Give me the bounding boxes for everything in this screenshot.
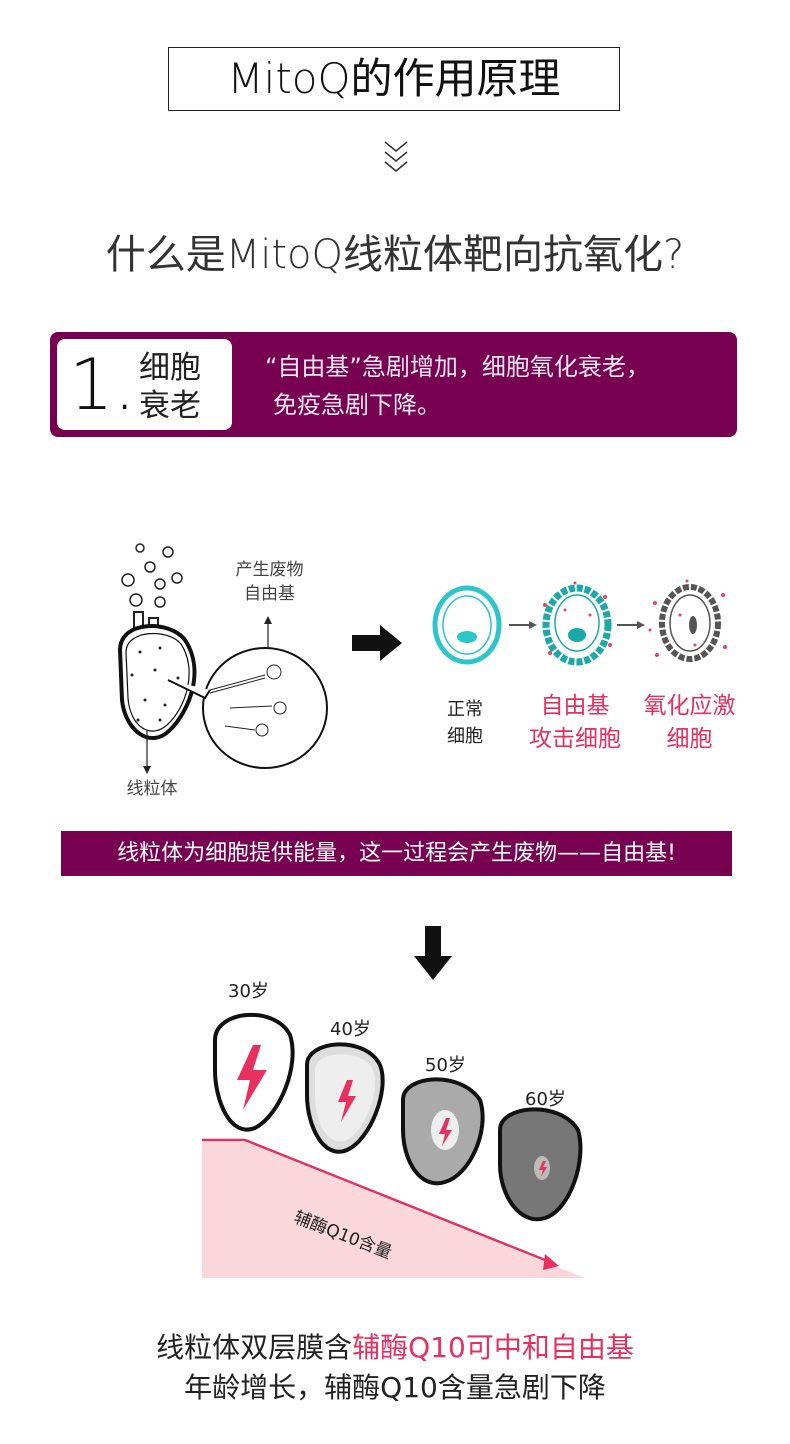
mitochondria-60-icon	[498, 1107, 583, 1222]
mitochondria-40-icon	[305, 1042, 385, 1154]
section-text-line2: 免疫急剧下降。	[273, 391, 441, 419]
age-label-60: 60岁	[525, 1089, 566, 1110]
section-label-line2: 衰老	[139, 388, 201, 424]
section-description: “自由基”急剧增加，细胞氧化衰老， 免疫急剧下降。	[265, 348, 650, 424]
section-label: 细胞 衰老	[139, 349, 201, 425]
arrow-icon	[617, 621, 645, 629]
waste-label-line1: 产生废物	[235, 560, 304, 580]
age-label-50: 50岁	[425, 1055, 466, 1076]
mitochondria-50-icon	[401, 1077, 485, 1186]
page-title: MitoQ的作用原理	[168, 47, 620, 111]
cell-label-line2: 细胞	[666, 726, 713, 752]
age-label-40: 40岁	[330, 1019, 371, 1040]
coq10-decline-illustration	[202, 1013, 585, 1278]
section-text-line1: “自由基”急剧增加，细胞氧化衰老，	[265, 353, 650, 381]
cell-label-line2: 攻击细胞	[529, 726, 621, 752]
section-number: 1.	[69, 344, 136, 426]
cell-label-normal: 正常 细胞	[430, 696, 500, 750]
cell-label-line1: 正常	[447, 699, 483, 720]
mitochondria-label: 线粒体	[126, 779, 178, 799]
waste-label: 产生废物 自由基	[222, 558, 317, 606]
cell-label-line1: 氧化应激	[643, 693, 736, 719]
free-radical-bubbles-icon	[121, 543, 183, 608]
chevron-down-icon	[384, 141, 408, 172]
conclusion-line1: 线粒体双层膜含辅酶Q10可中和自由基	[0, 1326, 790, 1366]
conclusion-prefix: 线粒体双层膜含	[156, 1331, 353, 1364]
conclusion-highlight: 辅酶Q10可中和自由基	[352, 1331, 634, 1364]
down-arrow-icon	[414, 926, 452, 980]
waste-label-line2: 自由基	[244, 584, 295, 604]
cell-label-line1: 自由基	[540, 693, 610, 719]
normal-cell-icon	[432, 585, 502, 665]
mitochondria-illustration	[117, 543, 328, 774]
question-heading: 什么是MitoQ线粒体靶向抗氧化?	[105, 232, 685, 278]
right-arrow-icon	[352, 625, 402, 661]
mitochondria-30-icon	[213, 1013, 295, 1132]
cell-progression-illustration	[432, 579, 727, 666]
arrow-icon	[509, 621, 537, 629]
section-label-line1: 细胞	[139, 350, 201, 386]
cell-label-line2: 细胞	[447, 726, 483, 747]
section-banner: 1. 细胞 衰老 “自由基”急剧增加，细胞氧化衰老， 免疫急剧下降。	[50, 332, 737, 437]
attacked-cell-icon	[542, 581, 612, 666]
oxidized-cell-icon	[648, 579, 727, 662]
section-number-box: 1. 细胞 衰老	[57, 339, 232, 430]
cell-label-oxidized: 氧化应激 细胞	[632, 690, 747, 756]
energy-caption: 线粒体为细胞提供能量，这一过程会产生废物——自由基!	[61, 831, 732, 876]
age-label-30: 30岁	[228, 981, 269, 1002]
cell-label-attacked: 自由基 攻击细胞	[515, 690, 635, 756]
conclusion-line2: 年龄增长，辅酶Q10含量急剧下降	[184, 1371, 606, 1404]
